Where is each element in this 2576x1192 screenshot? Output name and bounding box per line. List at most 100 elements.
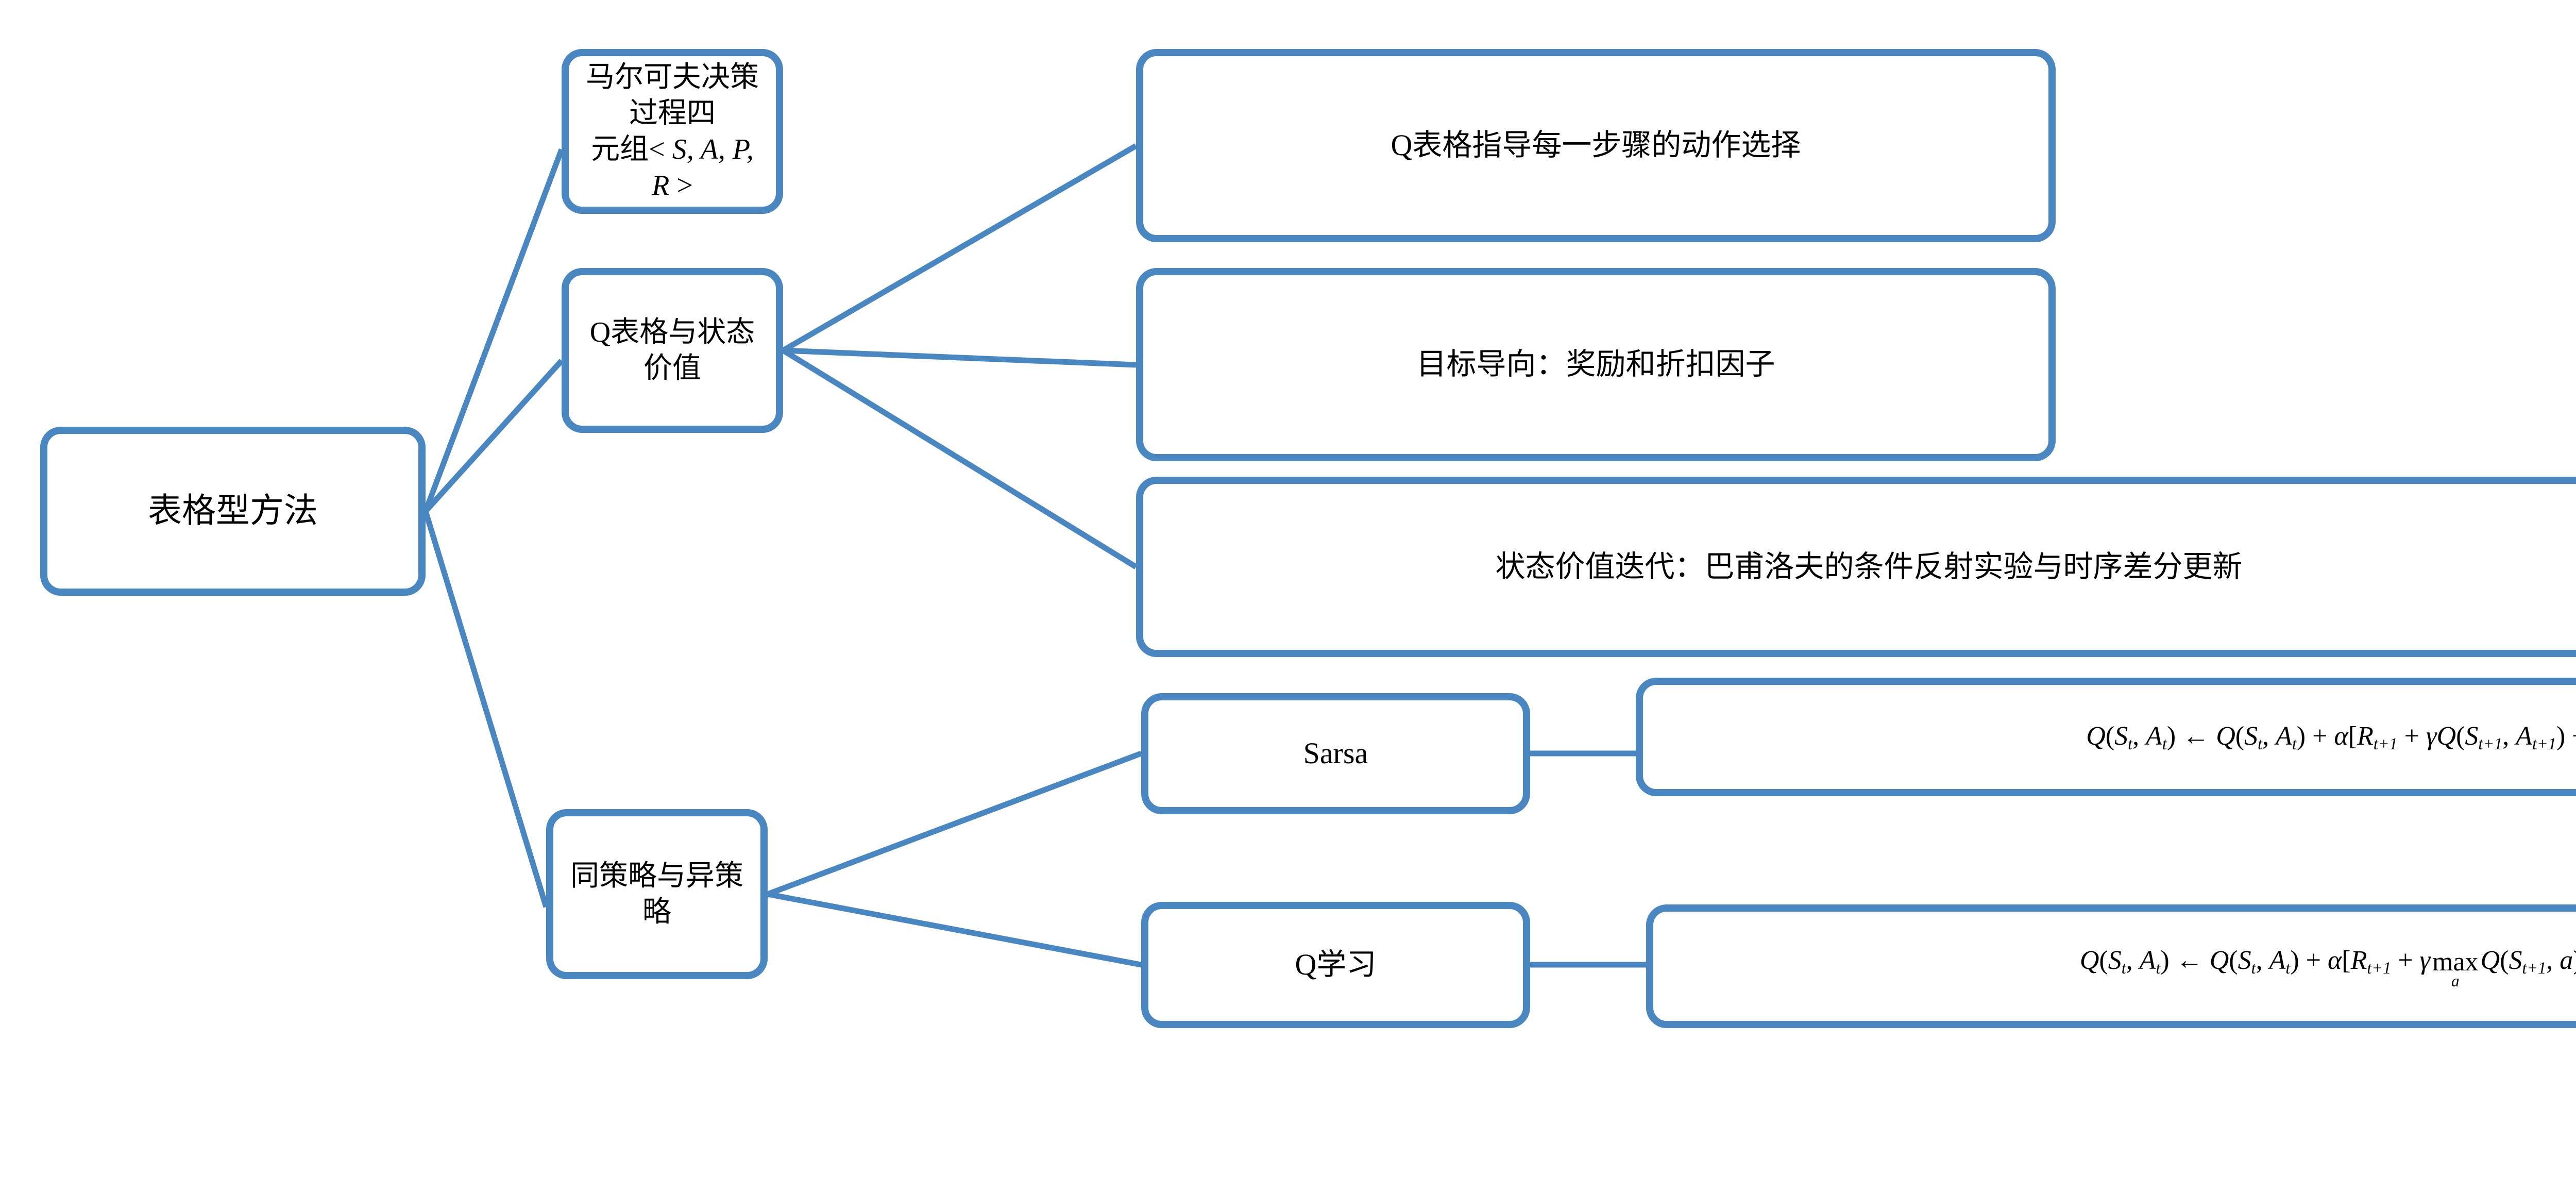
node-mdp-tuple-math: S, A, P, R [652, 133, 754, 202]
fs-t4: t [2292, 734, 2297, 753]
fs-gamma: γ [2426, 721, 2437, 751]
fs-arrow: ← [2182, 721, 2210, 751]
fs-plus1: + [2312, 721, 2328, 751]
fq-rp3: ) [2573, 946, 2576, 975]
node-leaf2-label: 目标导向：奖励和折扣因子 [1416, 347, 1775, 381]
fq-max: max [2432, 947, 2479, 977]
fs-lp2: ( [2235, 721, 2245, 751]
fs-t1: t [2128, 734, 2133, 753]
edge-qtable-leaf1 [782, 143, 1138, 353]
node-mdp-line2-suffix: > [669, 170, 693, 202]
fs-a2: A [2276, 721, 2292, 751]
node-leaf-action-selection[interactable]: Q表格指导每一步骤的动作选择 [1136, 49, 2056, 242]
node-mdp-line1: 马尔可夫决策过程四 [586, 61, 759, 129]
node-markov-decision-process[interactable]: 马尔可夫决策过程四元组< S, A, P, R > [562, 49, 783, 214]
node-root[interactable]: 表格型方法 [40, 427, 426, 596]
fq-r: R [2350, 946, 2367, 976]
fq-t6: t+1 [2522, 959, 2547, 978]
fq-lp1: ( [2099, 946, 2108, 976]
node-leaf-reward-discount[interactable]: 目标导向：奖励和折扣因子 [1136, 268, 2056, 461]
fq-gamma: γ [2419, 946, 2431, 976]
fq-rp1: ) [2160, 946, 2170, 976]
fs-s1: S [2114, 721, 2128, 751]
fq-max-sub: a [2451, 972, 2460, 990]
fq-t4: t [2285, 959, 2291, 978]
fs-rp1: ) [2166, 721, 2176, 751]
fq-a1: A [2139, 946, 2156, 976]
edge-qtable-leaf2 [783, 347, 1137, 368]
fs-r: R [2357, 721, 2374, 751]
formula-sarsa-expression: Q(St, At) ← Q(St, At) + α[Rt+1 + γQ(St+1… [2073, 719, 2576, 754]
node-leaf1-label: Q表格指导每一步骤的动作选择 [1391, 128, 1801, 162]
fq-lp3: ( [2500, 946, 2509, 976]
fq-lp2: ( [2229, 946, 2238, 976]
fs-rp3: ) [2556, 721, 2566, 751]
edge-policy-qlearn [767, 891, 1142, 968]
fs-c1: , [2132, 721, 2140, 751]
fq-s3: S [2509, 946, 2522, 976]
fq-t1: t [2121, 959, 2126, 978]
fs-q1: Q [2086, 721, 2106, 751]
fs-t3: t [2258, 734, 2263, 753]
fq-q2: Q [2209, 946, 2229, 976]
fs-lp1: ( [2105, 721, 2115, 751]
fq-plus1: + [2306, 946, 2321, 976]
fs-s2: S [2244, 721, 2258, 751]
fq-arrow: ← [2176, 946, 2203, 976]
node-mdp-label: 马尔可夫决策过程四元组< S, A, P, R > [569, 59, 776, 204]
fs-t2: t [2162, 734, 2167, 753]
edge-qtable-leaf3 [782, 348, 1138, 569]
fq-s2: S [2238, 946, 2251, 976]
fq-c3: , [2546, 946, 2553, 976]
node-q-table-and-state-value[interactable]: Q表格与状态价值 [562, 268, 783, 433]
fq-rp2: ) [2290, 946, 2299, 976]
fs-c2: , [2262, 721, 2269, 751]
fs-t7: t+1 [2532, 734, 2556, 753]
fs-alpha: α [2334, 721, 2348, 751]
fs-t6: t+1 [2478, 734, 2503, 753]
fs-s3: S [2465, 721, 2479, 751]
node-leaf3-label: 状态价值迭代：巴甫洛夫的条件反射实验与时序差分更新 [1495, 549, 2243, 583]
edge-root-mdp [422, 148, 565, 512]
fs-a3: A [2516, 721, 2532, 751]
fs-lp3: ( [2456, 721, 2465, 751]
node-qlearn-label: Q学习 [1295, 948, 1377, 982]
fs-t5: t+1 [2373, 734, 2398, 753]
fq-c2: , [2256, 946, 2263, 976]
node-mdp-line2-prefix: 元组< [591, 133, 672, 165]
edge-root-policy [422, 510, 549, 908]
fq-q3: Q [2480, 946, 2500, 976]
fq-c1: , [2126, 946, 2133, 976]
node-policy-label: 同策略与异策略 [570, 860, 743, 928]
fs-minus: − [2572, 721, 2576, 751]
node-sarsa[interactable]: Sarsa [1141, 693, 1530, 814]
node-q-learning[interactable]: Q学习 [1141, 902, 1530, 1028]
fq-t5: t+1 [2367, 959, 2392, 978]
fs-q3: Q [2436, 721, 2456, 751]
node-on-policy-off-policy[interactable]: 同策略与异策略 [546, 809, 768, 979]
fq-action: a [2560, 946, 2573, 976]
fs-c3: , [2502, 721, 2510, 751]
node-leaf-state-value-iteration[interactable]: 状态价值迭代：巴甫洛夫的条件反射实验与时序差分更新 [1136, 477, 2576, 657]
fq-s1: S [2108, 946, 2122, 976]
fs-lb: [ [2348, 721, 2358, 751]
fq-t3: t [2251, 959, 2256, 978]
fs-q2: Q [2216, 721, 2235, 751]
node-qtable-label: Q表格与状态价值 [589, 316, 755, 384]
fq-q1: Q [2079, 946, 2099, 976]
fs-a1: A [2146, 721, 2162, 751]
edge-policy-sarsa [767, 750, 1142, 897]
node-root-label: 表格型方法 [148, 492, 318, 530]
fs-plus2: + [2404, 721, 2419, 751]
node-sarsa-label: Sarsa [1303, 736, 1368, 770]
fq-alpha: α [2327, 946, 2342, 976]
fq-t2: t [2156, 959, 2161, 978]
node-formula-sarsa[interactable]: Q(St, At) ← Q(St, At) + α[Rt+1 + γQ(St+1… [1636, 678, 2576, 796]
fs-rp2: ) [2296, 721, 2306, 751]
fq-plus2: + [2398, 946, 2413, 976]
fq-lb: [ [2342, 946, 2351, 976]
